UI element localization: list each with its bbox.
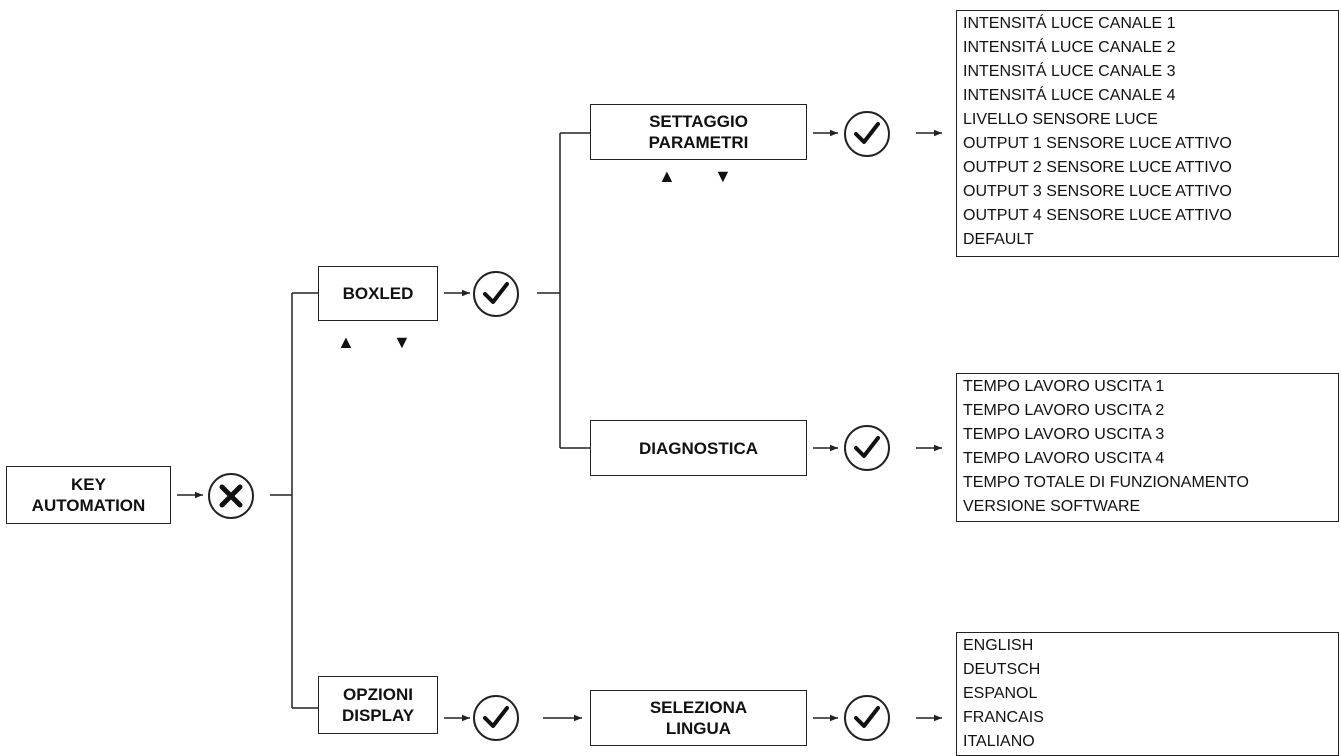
diagnostica-options-list: TEMPO LAVORO USCITA 1 TEMPO LAVORO USCIT… (956, 373, 1339, 522)
list-item: TEMPO LAVORO USCITA 1 (963, 378, 1165, 395)
list-item: LIVELLO SENSORE LUCE (963, 111, 1158, 128)
list-item: TEMPO LAVORO USCITA 3 (963, 426, 1165, 443)
list-item: DEFAULT (963, 231, 1034, 248)
list-item: VERSIONE SOFTWARE (963, 498, 1141, 515)
list-item: OUTPUT 1 SENSORE LUCE ATTIVO (963, 135, 1232, 152)
diagnostica-label: DIAGNOSTICA (639, 438, 758, 458)
list-item: INTENSITÁ LUCE CANALE 2 (963, 39, 1176, 56)
diagnostica-box: DIAGNOSTICA (590, 420, 807, 476)
list-item: TEMPO TOTALE DI FUNZIONAMENTO (963, 474, 1249, 491)
seleziona-line-1: SELEZIONA (649, 698, 748, 717)
seleziona-lingua-box: SELEZIONA LINGUA (590, 690, 807, 746)
down-arrow-icon: ▼ (393, 332, 411, 352)
down-arrow-icon: ▼ (714, 166, 732, 186)
list-item: ITALIANO (963, 733, 1035, 750)
up-arrow-icon: ▲ (337, 332, 355, 352)
list-item: FRANCAIS (963, 709, 1044, 726)
check-circle-icon (473, 271, 519, 317)
check-circle-icon (473, 695, 519, 741)
list-item: INTENSITÁ LUCE CANALE 4 (963, 87, 1176, 104)
x-circle-icon (208, 473, 254, 519)
settaggio-line-1: SETTAGGIO (649, 112, 748, 131)
settaggio-parametri-box: SETTAGGIO PARAMETRI (590, 104, 807, 160)
check-circle-icon (844, 111, 890, 157)
opzioni-line-1: OPZIONI (343, 685, 413, 704)
key-automation-line-2: AUTOMATION (31, 496, 146, 515)
list-item: INTENSITÁ LUCE CANALE 3 (963, 63, 1176, 80)
list-item: INTENSITÁ LUCE CANALE 1 (963, 15, 1176, 32)
list-item: ESPANOL (963, 685, 1038, 702)
up-arrow-icon: ▲ (658, 166, 676, 186)
check-circle-icon (844, 695, 890, 741)
boxled-box: BOXLED (318, 266, 438, 321)
list-item: OUTPUT 2 SENSORE LUCE ATTIVO (963, 159, 1232, 176)
settaggio-line-2: PARAMETRI (648, 133, 749, 152)
list-item: OUTPUT 4 SENSORE LUCE ATTIVO (963, 207, 1232, 224)
settaggio-options-list: INTENSITÁ LUCE CANALE 1 INTENSITÁ LUCE C… (956, 10, 1339, 257)
list-item: OUTPUT 3 SENSORE LUCE ATTIVO (963, 183, 1232, 200)
key-automation-box: KEY AUTOMATION (6, 466, 171, 524)
boxled-label: BOXLED (342, 284, 414, 303)
opzioni-line-2: DISPLAY (341, 706, 415, 725)
list-item: TEMPO LAVORO USCITA 4 (963, 450, 1165, 467)
opzioni-display-box: OPZIONI DISPLAY (318, 676, 438, 734)
list-item: DEUTSCH (963, 661, 1041, 678)
list-item: ENGLISH (963, 637, 1034, 654)
list-item: TEMPO LAVORO USCITA 2 (963, 402, 1165, 419)
lingua-options-list: ENGLISH DEUTSCH ESPANOL FRANCAIS ITALIAN… (956, 632, 1339, 756)
check-circle-icon (844, 425, 890, 471)
key-automation-line-1: KEY (71, 475, 106, 494)
seleziona-line-2: LINGUA (665, 719, 732, 738)
